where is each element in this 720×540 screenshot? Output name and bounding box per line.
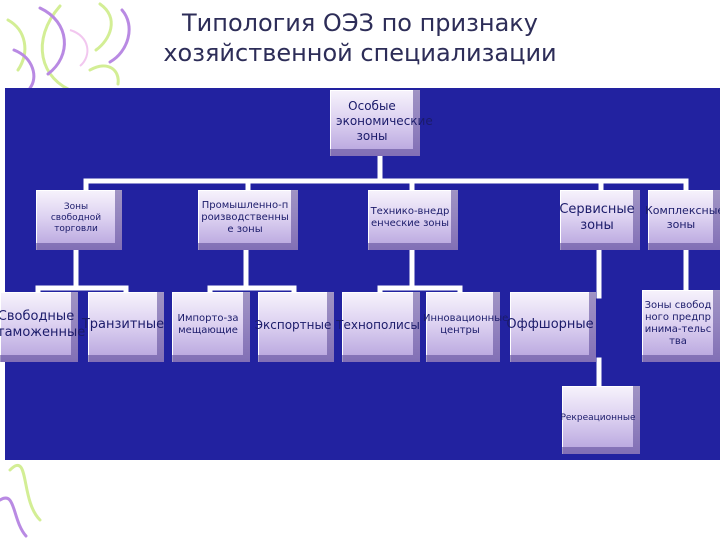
node-offshore: Оффшорные xyxy=(506,292,596,362)
node-free-customs: Свободные таможенные xyxy=(0,292,86,362)
node-free-enterprise: Зоны свободного предпринима-тельства xyxy=(642,290,720,362)
node-free-enterprise-label: Зоны свободного предпринима-тельства xyxy=(644,300,712,347)
slide-title: Типология ОЭЗ по признаку хозяйственной … xyxy=(130,8,590,68)
node-industrial: Промышленно-производственные зоны xyxy=(198,190,298,250)
node-innovation: Инновационные центры xyxy=(423,292,509,362)
node-recreation-label: Рекреационные xyxy=(560,412,636,423)
node-export-label: Экспортные xyxy=(254,317,332,332)
node-free-trade-label: Зоны свободной торговли xyxy=(50,201,102,234)
node-root-label: Особые экономические зоны xyxy=(336,98,433,143)
node-free-customs-label: Свободные таможенные xyxy=(0,309,86,340)
node-import-sub-label: Импорто-замещающие xyxy=(177,313,239,336)
node-transit: Транзитные xyxy=(82,292,164,362)
node-free-trade: Зоны свободной торговли xyxy=(36,190,122,250)
node-complex: Комплексные зоны xyxy=(645,190,720,250)
node-technopolis: Технополисы xyxy=(336,292,420,362)
node-service-label: Сервисные зоны xyxy=(559,202,635,233)
node-tech-label: Технико-внедренческие зоны xyxy=(370,206,450,229)
node-root: Особые экономические зоны xyxy=(330,90,433,156)
node-offshore-label: Оффшорные xyxy=(506,317,594,332)
node-tech: Технико-внедренческие зоны xyxy=(368,190,458,250)
node-complex-label: Комплексные зоны xyxy=(645,204,720,231)
title-line-1: Типология ОЭЗ по признаку xyxy=(182,9,538,37)
node-industrial-label: Промышленно-производственные зоны xyxy=(201,200,289,235)
node-recreation: Рекреационные xyxy=(560,386,640,454)
node-service: Сервисные зоны xyxy=(559,190,640,250)
node-import-sub: Импорто-замещающие xyxy=(172,292,250,362)
node-transit-label: Транзитные xyxy=(81,317,165,332)
node-innovation-label: Инновационные центры xyxy=(423,313,509,336)
node-export: Экспортные xyxy=(254,292,334,362)
title-line-2: хозяйственной специализации xyxy=(163,39,557,67)
node-technopolis-label: Технополисы xyxy=(336,317,420,332)
